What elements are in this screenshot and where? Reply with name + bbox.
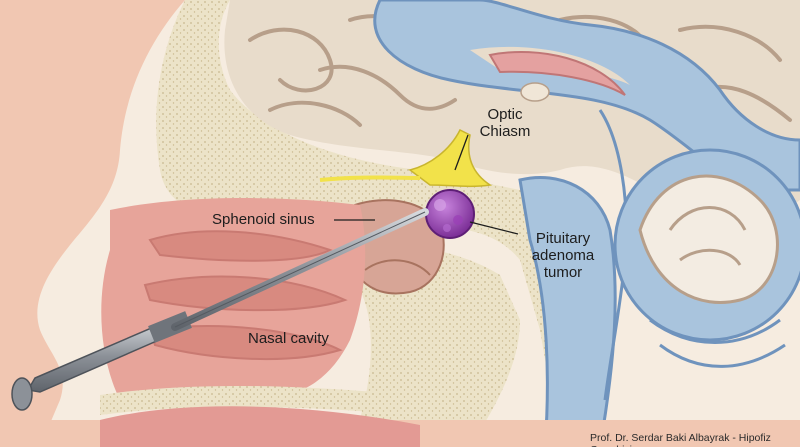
sphenoid-sinus (348, 199, 445, 295)
thalamus-nucleus (520, 82, 550, 102)
pituitary-tumor-label-line2: adenoma (531, 247, 595, 264)
face-skin (0, 0, 185, 447)
hard-palate (100, 385, 460, 420)
sphenoid-sinus-label: Sphenoid sinus (212, 211, 315, 228)
optic-chiasm-label: Optic Chiasm (470, 106, 540, 140)
label-leader-lines (334, 134, 519, 235)
endoscope-instrument (11, 208, 429, 411)
pituitary-tumor-label: Pituitary adenoma tumor (520, 230, 606, 281)
fornix (488, 51, 626, 96)
optic-chiasm-label-line1: Optic (487, 106, 523, 123)
optic-chiasm (408, 128, 493, 188)
author-credit: Prof. Dr. Serdar Baki Albayrak - Hipofiz… (590, 432, 771, 447)
pituitary-tumor-label-line1: Pituitary (535, 230, 591, 247)
cerebellum (613, 148, 800, 368)
nasal-cavity-label: Nasal cavity (248, 330, 329, 347)
tongue (100, 406, 420, 447)
optic-chiasm-label-line2: Chiasm (479, 123, 531, 140)
pituitary-tumor-label-line3: tumor (543, 264, 583, 281)
pituitary-tumor (425, 189, 475, 239)
